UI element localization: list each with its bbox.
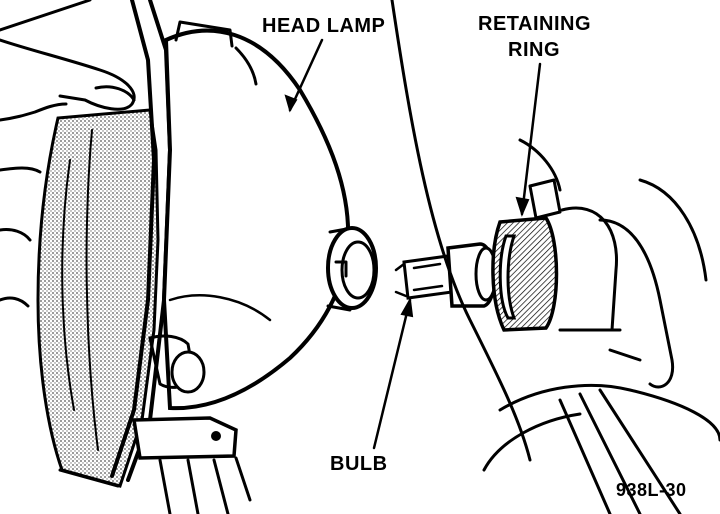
figure-id-label: 938L-30: [616, 480, 687, 500]
bulb-label: BULB: [330, 453, 388, 475]
left-hand: [0, 0, 136, 308]
retaining-ring-label-line1: RETAINING: [478, 13, 591, 35]
retaining-ring-label-line2: RING: [508, 39, 560, 61]
headlamp-lens: [36, 108, 160, 488]
right-hand: [390, 0, 720, 514]
headlamp-housing: [161, 20, 378, 411]
retaining-ring: [491, 178, 562, 332]
leader-lines: [284, 38, 542, 450]
headlamp-mount: [131, 334, 252, 514]
head-lamp-label: HEAD LAMP: [262, 15, 385, 37]
bulb: [394, 242, 498, 308]
